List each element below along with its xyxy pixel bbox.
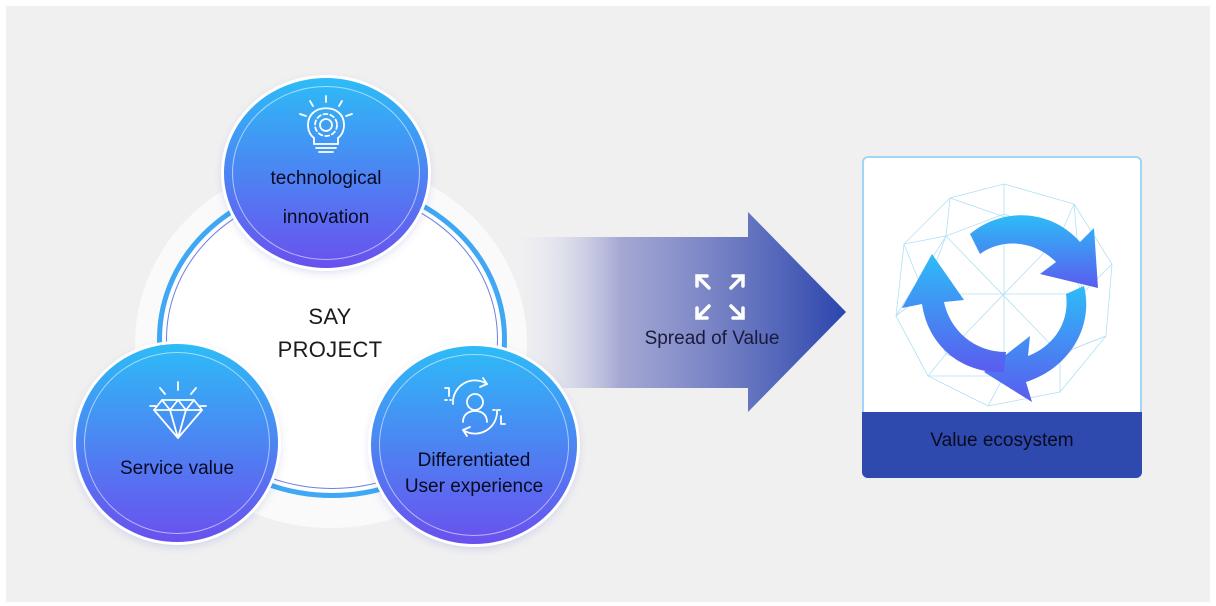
core-title-line2: PROJECT [277,337,383,362]
user-cycle-icon [444,377,506,437]
node-inner-ring [379,354,569,536]
node-right-line1: Differentiated [417,450,531,471]
spread-of-value-label: Spread of Value [644,328,780,349]
node-left-label: Service value [119,458,235,479]
core-title: SAY PROJECT [250,300,410,366]
node-top-line1: technological [270,168,382,189]
value-ecosystem-label: Value ecosystem [930,430,1074,451]
expand-arrows-icon [695,274,745,320]
node-technological-innovation: technological innovation [224,78,428,268]
core-title-line1: SAY [308,304,352,329]
lightbulb-gear-icon [299,95,353,153]
node-right-line2: User experience [404,476,544,497]
cycle-arrows-icon [895,183,1113,407]
node-differentiated-experience: Differentiated User experience [371,346,577,544]
diamond-icon [149,381,207,439]
node-inner-ring [232,86,420,260]
value-ecosystem-bar [862,412,1142,478]
node-inner-ring [84,352,270,534]
node-service-value: Service value [76,344,278,542]
node-top-line2: innovation [282,207,370,228]
